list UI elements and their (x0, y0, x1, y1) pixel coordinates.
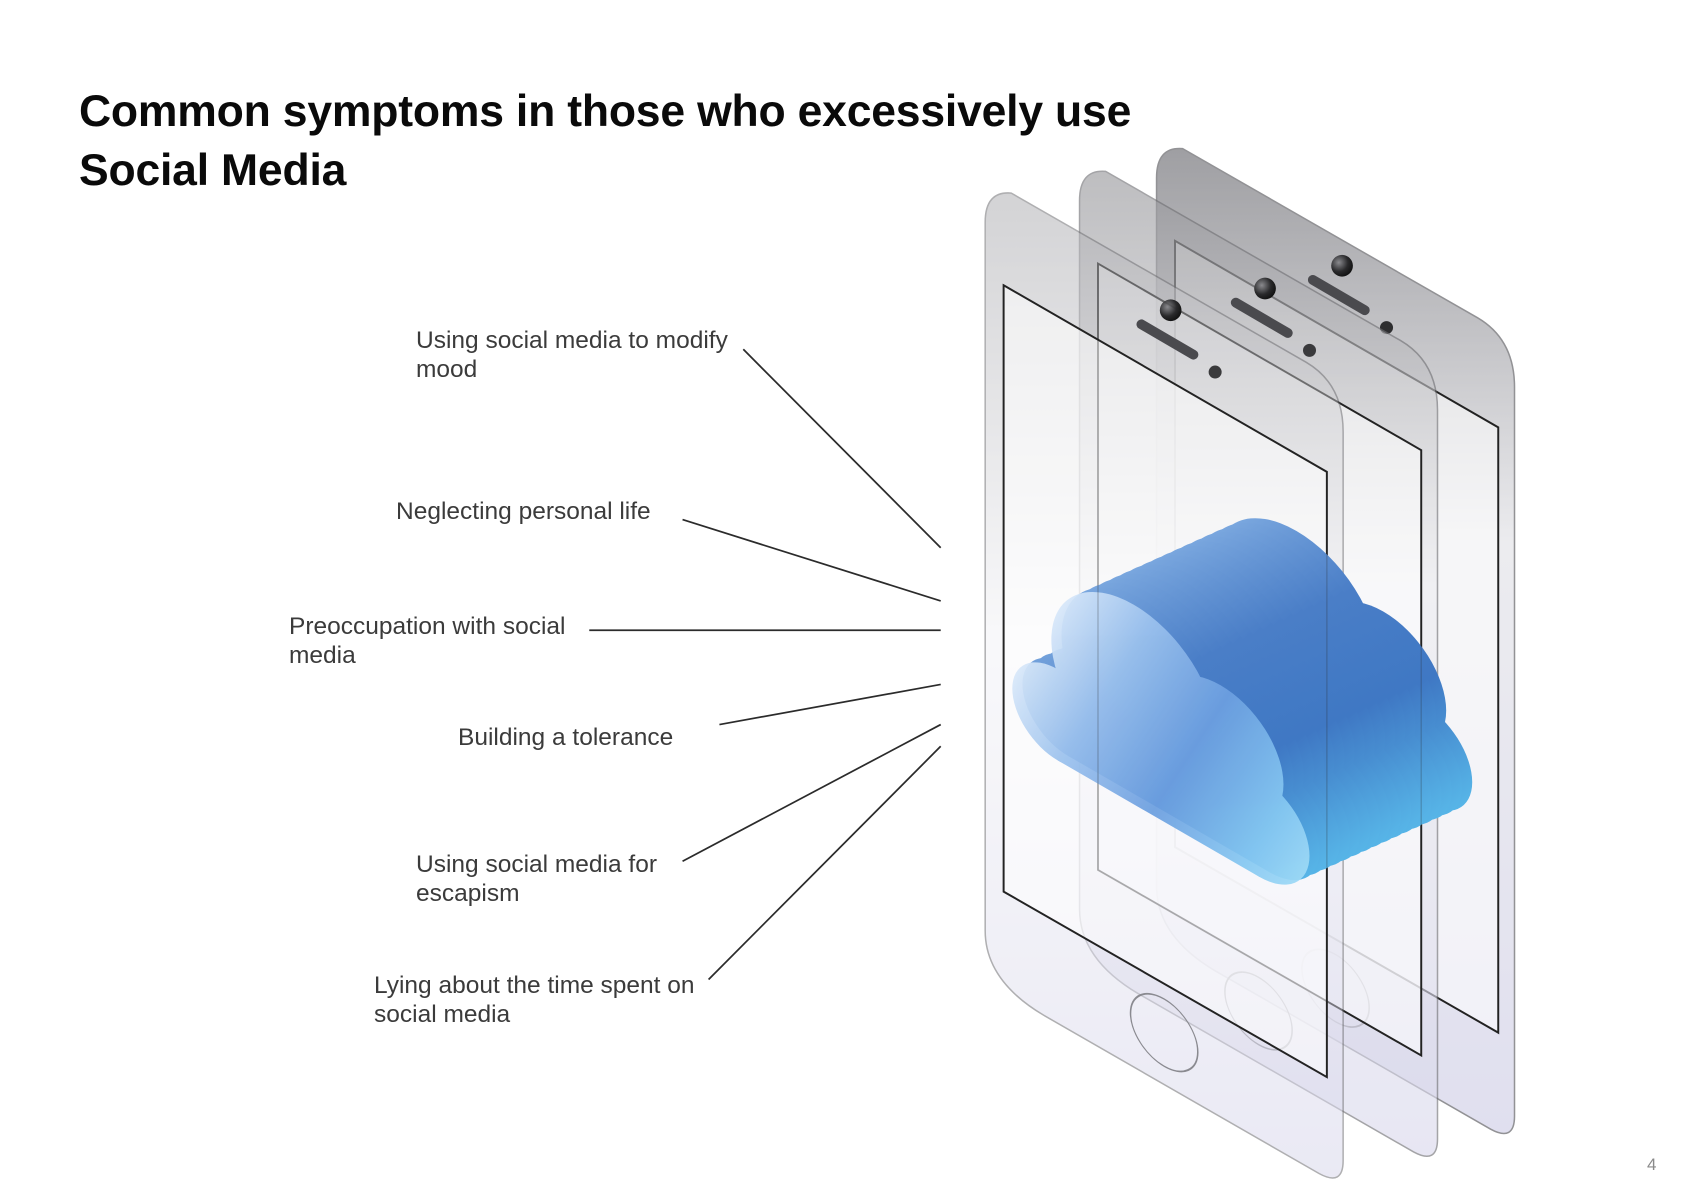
symptom-label-line: Neglecting personal life (396, 498, 651, 525)
callout-line-tolerance (719, 683, 941, 726)
callout-line-mood (742, 348, 942, 549)
symptom-label-preoccupation: Preoccupation with social media (289, 612, 565, 670)
home-button-icon (1129, 992, 1199, 1073)
symptom-label-line: Lying about the time spent on (374, 972, 695, 999)
middle-screen-overlay (1097, 262, 1422, 1057)
symptom-label-line: media (289, 642, 356, 669)
symptom-label-lying: Lying about the time spent on social med… (374, 971, 695, 1029)
symptom-label-line: social media (374, 1001, 511, 1028)
camera-icon (1159, 299, 1182, 322)
title-line-1: Common symptoms in those who excessively… (79, 87, 1132, 136)
speaker-icon (1230, 297, 1293, 338)
callout-lines (589, 348, 942, 981)
symptom-label-line: Using social media to modify (416, 327, 728, 354)
symptom-label-mood: Using social media to modify mood (416, 326, 728, 384)
symptom-label-tolerance: Building a tolerance (458, 723, 673, 752)
symptom-label-line: Preoccupation with social (289, 613, 566, 640)
symptom-label-neglecting: Neglecting personal life (396, 497, 651, 526)
speaker-icon (1307, 274, 1370, 316)
symptom-label-line: Using social media for (416, 851, 658, 878)
symptom-label-escapism: Using social media for escapism (416, 850, 657, 908)
sensor-icon (1302, 343, 1317, 357)
page-number: 4 (1647, 1155, 1657, 1174)
front-screen-overlay (1002, 283, 1328, 1079)
title-line-2: Social Media (79, 146, 347, 195)
sensor-icon (1208, 365, 1222, 379)
page-title: Common symptoms in those who excessively… (79, 82, 1131, 200)
callout-line-lying (707, 745, 942, 981)
speaker-icon (1136, 319, 1199, 360)
screen-overlay (1002, 262, 1422, 1079)
camera-icon (1331, 254, 1353, 277)
callout-line-escapism (682, 723, 942, 863)
symptom-label-line: Building a tolerance (458, 724, 674, 751)
symptom-label-line: escapism (416, 880, 520, 907)
camera-icon (1254, 277, 1276, 300)
callout-line-neglecting (682, 518, 941, 602)
symptom-label-line: mood (416, 356, 478, 383)
